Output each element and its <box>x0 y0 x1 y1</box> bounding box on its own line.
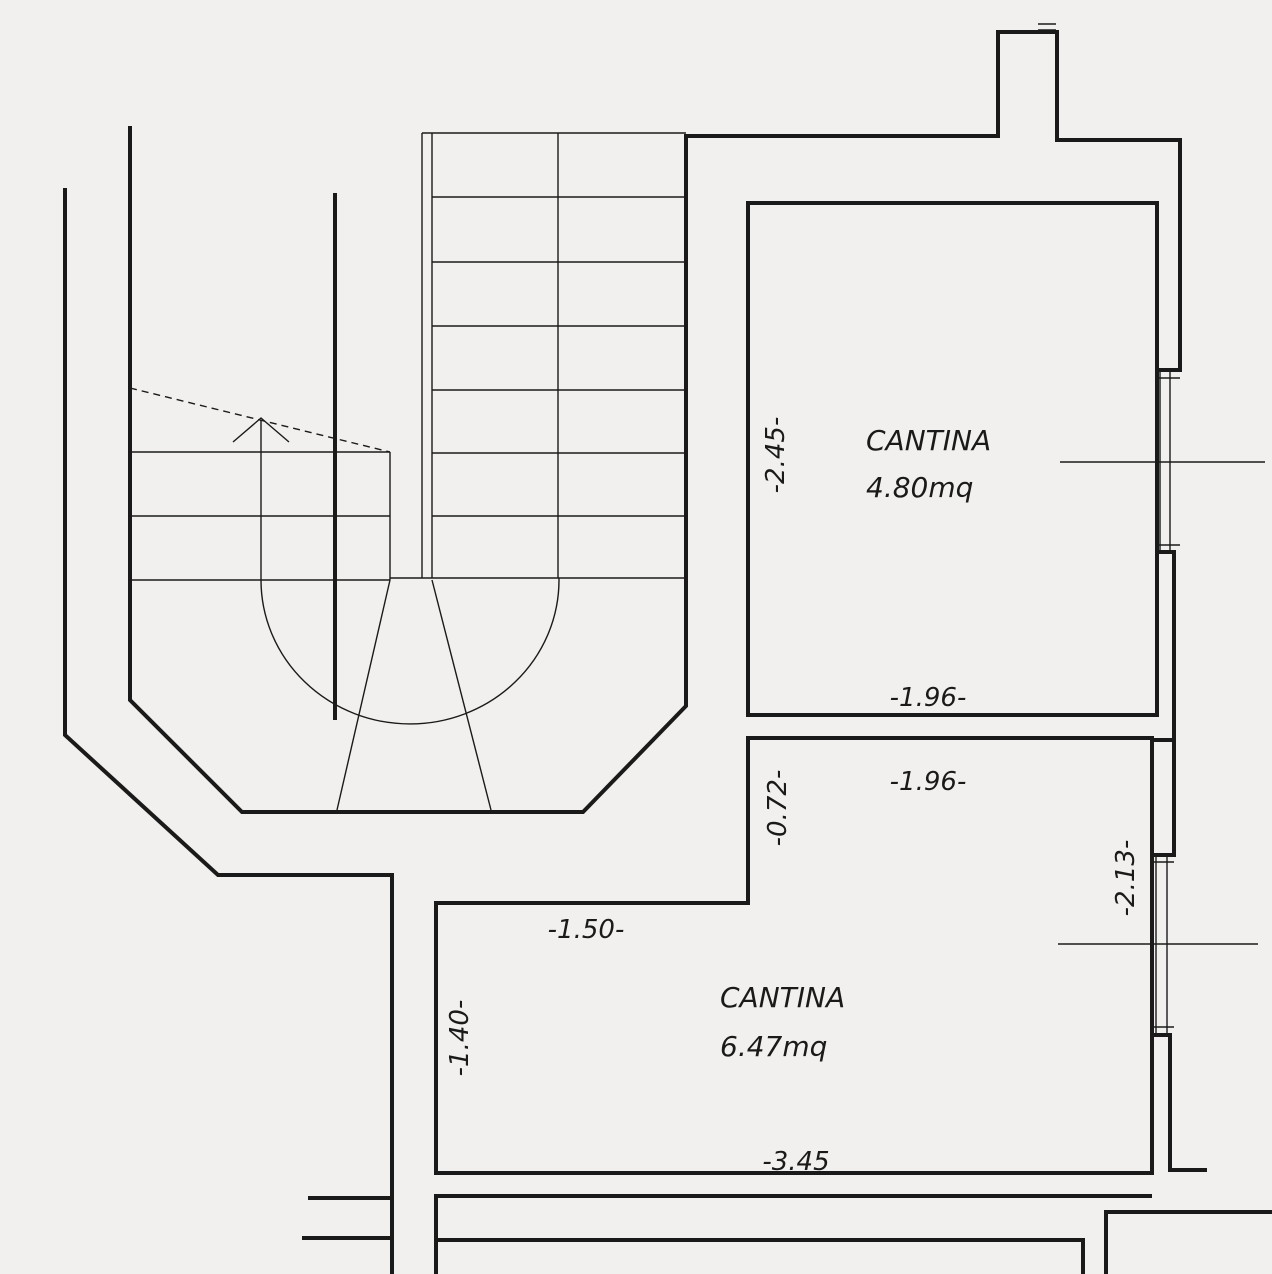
room-cantina-2: CANTINA 6.47mq -1.96- -0.72- -2.13- -1.5… <box>434 736 1258 1177</box>
arrow-up-icon <box>232 417 290 443</box>
outer-wall <box>1150 1033 1207 1172</box>
lower-walls <box>302 1194 1272 1274</box>
room-area: 4.80mq <box>866 471 973 504</box>
dimension-label: -1.96- <box>890 767 967 797</box>
winder-tread <box>431 579 492 811</box>
room-area: 6.47mq <box>720 1030 827 1063</box>
room-cantina-1: CANTINA 4.80mq -2.45- -1.96- <box>684 23 1265 742</box>
winder-tread <box>336 579 391 811</box>
cantina-2-walls <box>434 736 1154 1175</box>
room-name: CANTINA <box>720 981 845 1014</box>
dimension-label: -2.45- <box>761 417 791 494</box>
room-name: CANTINA <box>866 424 991 457</box>
stair-outer-wall <box>63 188 394 1274</box>
corridor-wall <box>434 1238 1085 1274</box>
dimension-label: -1.96- <box>890 683 967 713</box>
outer-wall <box>1150 738 1176 857</box>
stair-cut-line <box>129 387 391 453</box>
dimension-label: -2.13- <box>1111 840 1141 917</box>
stair-walk-line <box>260 420 560 725</box>
dimension-label: -1.40- <box>445 1000 475 1077</box>
stair-inner-wall <box>128 126 688 814</box>
dimension-label: -3.45 <box>762 1147 829 1177</box>
dimension-label: -1.50- <box>548 915 625 945</box>
corridor-wall <box>302 1236 394 1274</box>
dimension-label: -0.72- <box>763 770 793 847</box>
staircase <box>63 126 688 1274</box>
cantina-1-walls <box>746 201 1159 717</box>
corridor-wall <box>434 1194 1152 1274</box>
corridor-wall <box>1104 1210 1272 1274</box>
outer-wall <box>684 30 1182 372</box>
